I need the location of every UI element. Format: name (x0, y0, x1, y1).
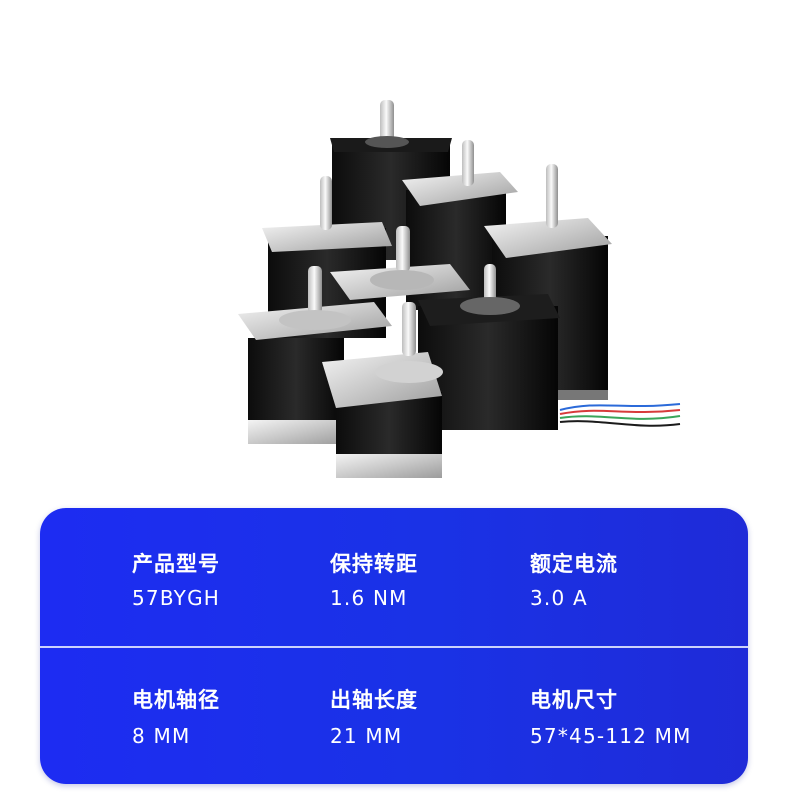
spec-row-1: 产品型号 57BYGH 保持转距 1.6 NM 额定电流 3.0 A (40, 508, 748, 646)
motor-center (330, 226, 470, 300)
spec-value: 57*45-112 MM (530, 724, 692, 748)
spec-label: 保持转距 (330, 552, 418, 576)
spec-value: 1.6 NM (330, 586, 408, 610)
product-photo (238, 100, 681, 478)
spec-value: 3.0 A (530, 586, 588, 610)
spec-value: 57BYGH (132, 586, 221, 610)
spec-label: 出轴长度 (330, 688, 418, 712)
spec-label: 电机尺寸 (530, 688, 618, 712)
spec-value: 8 MM (132, 724, 191, 748)
spec-label: 电机轴径 (132, 688, 220, 712)
spec-value: 21 MM (330, 724, 403, 748)
spec-row-2: 电机轴径 8 MM 出轴长度 21 MM 电机尺寸 57*45-112 MM (40, 648, 748, 784)
motor-front-center (322, 302, 443, 478)
spec-divider (40, 646, 748, 648)
stepper-motors-illustration (238, 100, 681, 478)
spec-label: 额定电流 (530, 552, 618, 576)
spec-label: 产品型号 (132, 552, 220, 576)
spec-card: 产品型号 57BYGH 保持转距 1.6 NM 额定电流 3.0 A 电机轴径 … (40, 508, 748, 784)
